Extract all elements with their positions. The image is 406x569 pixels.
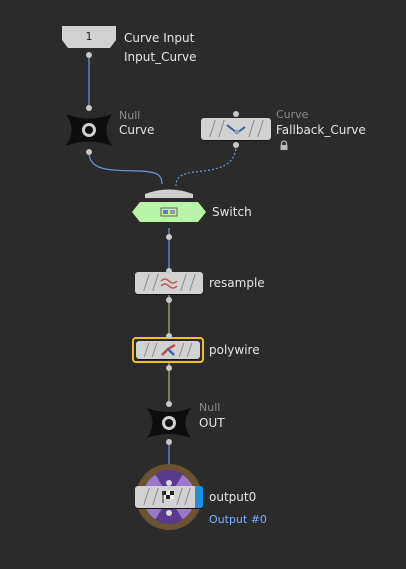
input-connector[interactable] — [166, 234, 172, 240]
output-connector[interactable] — [166, 365, 172, 371]
node-label: output0 — [209, 490, 257, 504]
node-polywire[interactable] — [136, 341, 200, 359]
node-output0[interactable] — [135, 464, 203, 530]
output-index-label: Output #0 — [209, 513, 267, 526]
polywire-icon — [161, 343, 176, 356]
node-null-out[interactable] — [144, 405, 194, 441]
input-connector[interactable] — [166, 401, 172, 407]
input-connector[interactable] — [86, 105, 92, 111]
node-switch[interactable] — [130, 186, 208, 228]
wire-fallback-to-switch — [175, 144, 237, 187]
node-curve-input[interactable]: 1 — [60, 24, 118, 50]
lock-icon — [280, 140, 288, 150]
output-connector[interactable] — [86, 52, 92, 58]
node-resample[interactable] — [135, 272, 203, 294]
node-type-label: Null — [119, 109, 141, 122]
output-connector[interactable] — [166, 439, 172, 445]
switch-node-shape — [132, 189, 206, 222]
node-label: resample — [209, 276, 265, 290]
subnet-input-shape — [62, 26, 116, 48]
input-index-badge: 1 — [85, 30, 93, 43]
display-flag[interactable] — [195, 486, 203, 508]
node-null-curve[interactable] — [63, 111, 115, 149]
output-connector[interactable] — [166, 297, 172, 303]
node-label: Fallback_Curve — [276, 123, 366, 137]
output-node-body[interactable] — [135, 486, 203, 508]
node-label: OUT — [199, 416, 225, 430]
curve-sop-icon — [226, 124, 246, 135]
checkered-flag-icon — [162, 491, 174, 503]
output-connector[interactable] — [233, 142, 239, 148]
input-connector[interactable] — [166, 268, 172, 274]
resample-wave-icon — [160, 278, 178, 289]
node-label: polywire — [209, 343, 260, 357]
switch-sop-icon — [160, 207, 178, 217]
node-type-label: Curve — [276, 108, 309, 121]
null-x-icon — [66, 114, 112, 146]
node-fallback-curve[interactable] — [201, 118, 271, 140]
node-type-label: Null — [199, 401, 221, 414]
node-label: Input_Curve — [124, 50, 197, 64]
input-connector[interactable] — [166, 333, 172, 339]
node-label: Curve — [119, 123, 155, 137]
null-x-icon — [147, 408, 191, 438]
node-polywire-selected-outline[interactable] — [132, 337, 204, 363]
input-connector[interactable] — [166, 480, 172, 486]
wire-curve-to-switch — [88, 151, 163, 185]
output-connector[interactable] — [166, 510, 172, 516]
input-connector[interactable] — [233, 111, 239, 117]
node-label: Switch — [212, 205, 252, 219]
node-label: Curve Input — [124, 31, 195, 45]
output-connector[interactable] — [86, 149, 92, 155]
